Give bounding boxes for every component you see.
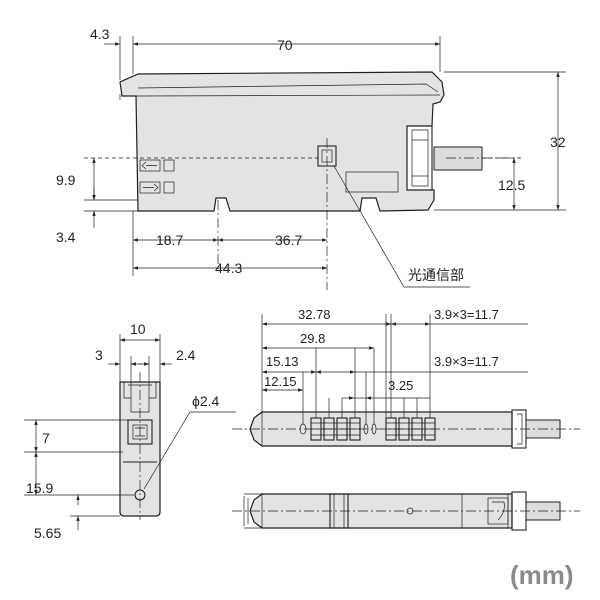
dim-hole-base: 5.65 [34, 525, 61, 541]
amplifier-body-side [119, 71, 445, 212]
dim-right: 2.4 [176, 347, 196, 363]
dim-length: 70 [277, 37, 293, 53]
dim-3: 3.25 [388, 378, 413, 393]
optical-comm-label: 光通信部 [408, 267, 464, 283]
bottom-view [232, 491, 580, 531]
dim-pitch-top: 3.9×3=11.7 [434, 307, 499, 322]
dim-height: 32 [550, 134, 566, 150]
dim-12: 12.15 [264, 374, 297, 389]
cable-side [433, 146, 483, 171]
end-view: 10 3 2.4 ϕ2.4 7 15.9 5.65 [24, 321, 236, 541]
dim-left: 3 [95, 347, 103, 363]
dim-rail-left: 18.7 [156, 232, 183, 248]
dim-digits-left: 32.78 [298, 307, 331, 322]
dim-rail-right: 36.7 [275, 232, 302, 248]
dim-width: 10 [130, 321, 146, 337]
dim-diameter: ϕ2.4 [192, 393, 220, 409]
side-view: 4.3 70 32 12.5 9.9 3.4 18.7 36.7 44.3 光通… [56, 26, 566, 290]
dim-29: 29.8 [300, 331, 325, 346]
dim-hole-height: 15.9 [26, 480, 53, 496]
top-view: 32.78 3.9×3=11.7 29.8 15.13 3.9×3=11.7 1… [232, 307, 580, 449]
unit-label: (mm) [510, 560, 574, 590]
dim-indicator-height: 9.9 [56, 172, 76, 188]
dim-base: 3.4 [56, 229, 76, 245]
dim-indicator-pos: 44.3 [215, 260, 242, 276]
dim-overhang: 4.3 [90, 26, 110, 42]
dim-cable-height: 12.5 [498, 177, 525, 193]
dim-15: 15.13 [266, 354, 299, 369]
dim-connector: 7 [42, 430, 50, 446]
indicator-arrows [139, 159, 175, 194]
dim-pitch-mid: 3.9×3=11.7 [434, 354, 499, 369]
